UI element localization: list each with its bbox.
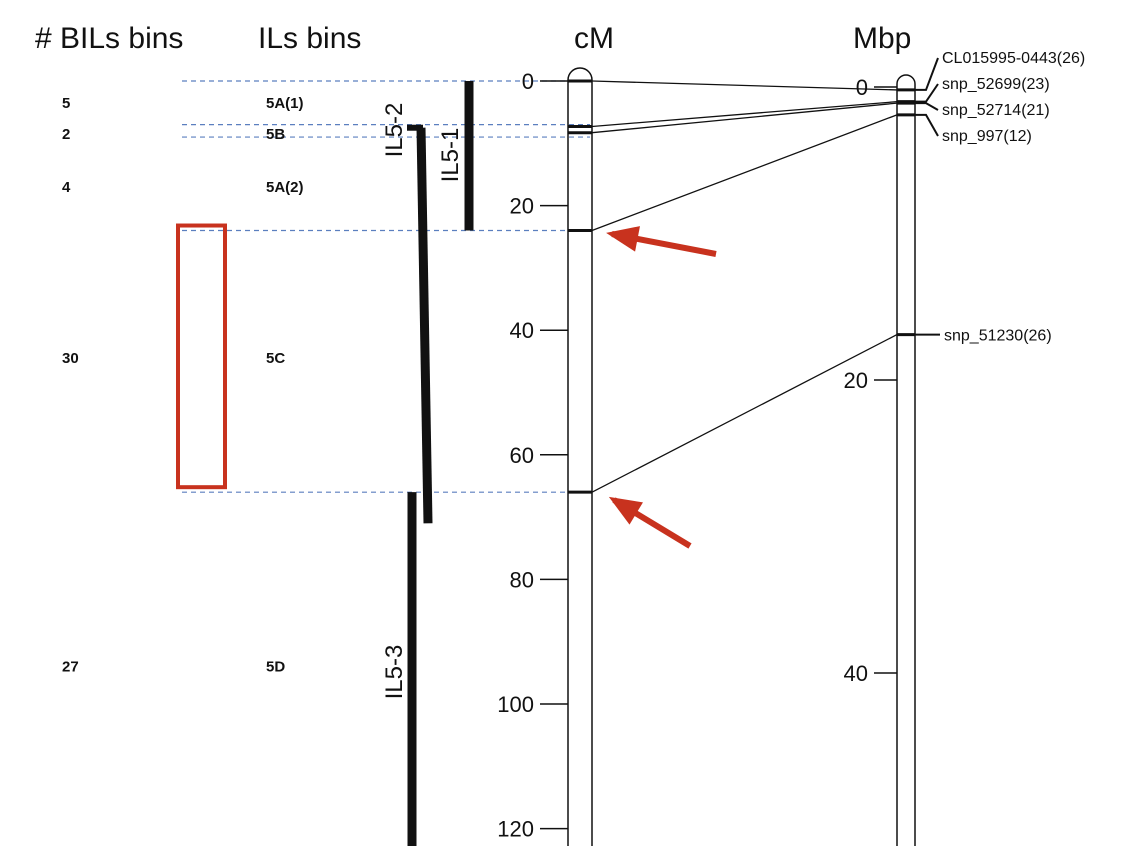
- cm-tick-label: 80: [510, 567, 534, 592]
- mbp-tick-label: 40: [844, 661, 868, 686]
- marker-link: [591, 80, 898, 91]
- marker-link: [591, 334, 898, 493]
- marker-label: snp_51230(26): [944, 328, 1052, 345]
- arrow-head: [606, 226, 640, 252]
- bin-label: 5C: [266, 350, 285, 367]
- cm-tick-label: 20: [510, 194, 534, 219]
- marker-connector: [915, 102, 939, 111]
- header-bils-bins: # BILs bins: [35, 22, 183, 55]
- marker-connector: [915, 83, 939, 103]
- marker-label: CL015995-0443(26): [942, 50, 1085, 67]
- marker-label: snp_52699(23): [942, 76, 1050, 93]
- bin-boundary-lines: [182, 80, 590, 493]
- bin-count: 2: [62, 126, 70, 143]
- header-cm: cM: [574, 22, 614, 55]
- marker-link: [591, 114, 898, 232]
- bin-count: 27: [62, 659, 79, 676]
- bin-label: 5D: [266, 659, 285, 676]
- marker-link: [591, 101, 898, 128]
- bin-labels: 5 5A(1) 2 5B 4 5A(2) 30 5C 27 5D: [62, 95, 304, 676]
- header-mbp: Mbp: [853, 22, 911, 55]
- highlight-box: [176, 223, 227, 490]
- bin-count: 5: [62, 95, 70, 112]
- mbp-chromosome-outline: [896, 74, 916, 846]
- cm-tick-label: 40: [510, 318, 534, 343]
- il-label: IL5-3: [381, 645, 408, 700]
- bin-label: 5B: [266, 126, 285, 143]
- il-label: IL5-2: [381, 103, 408, 158]
- bin-count: 30: [62, 350, 79, 367]
- cm-chromosome: 0 20 40 60 80 100 120: [497, 67, 593, 846]
- arrows: [606, 226, 717, 549]
- mbp-tick-label: 0: [856, 75, 868, 100]
- bin-label: 5A(2): [266, 179, 304, 196]
- marker-links: [591, 80, 898, 493]
- cm-tick-label: 0: [522, 69, 534, 94]
- cm-chromosome-outline: [567, 67, 593, 846]
- marker-label: snp_997(12): [942, 128, 1032, 145]
- bin-count: 4: [62, 179, 71, 196]
- marker-labels: CL015995-0443(26) snp_52699(23) snp_52714(…: [915, 50, 1085, 345]
- cm-tick-label: 60: [510, 443, 534, 468]
- header-ils-bins: ILs bins: [258, 22, 361, 55]
- arrow-head: [608, 496, 643, 525]
- bin-label: 5A(1): [266, 95, 304, 112]
- il-label: IL5-1: [437, 128, 464, 183]
- il-bar: [416, 127, 433, 524]
- marker-connector: [915, 57, 939, 91]
- mbp-tick-label: 20: [844, 368, 868, 393]
- marker-label: snp_52714(21): [942, 102, 1050, 119]
- cm-tick-label: 120: [497, 817, 534, 842]
- marker-connector: [915, 113, 939, 137]
- cm-tick-label: 100: [497, 692, 534, 717]
- marker-link: [591, 102, 898, 134]
- mbp-chromosome: 0 20 40: [844, 74, 916, 846]
- highlight-region: [176, 223, 227, 490]
